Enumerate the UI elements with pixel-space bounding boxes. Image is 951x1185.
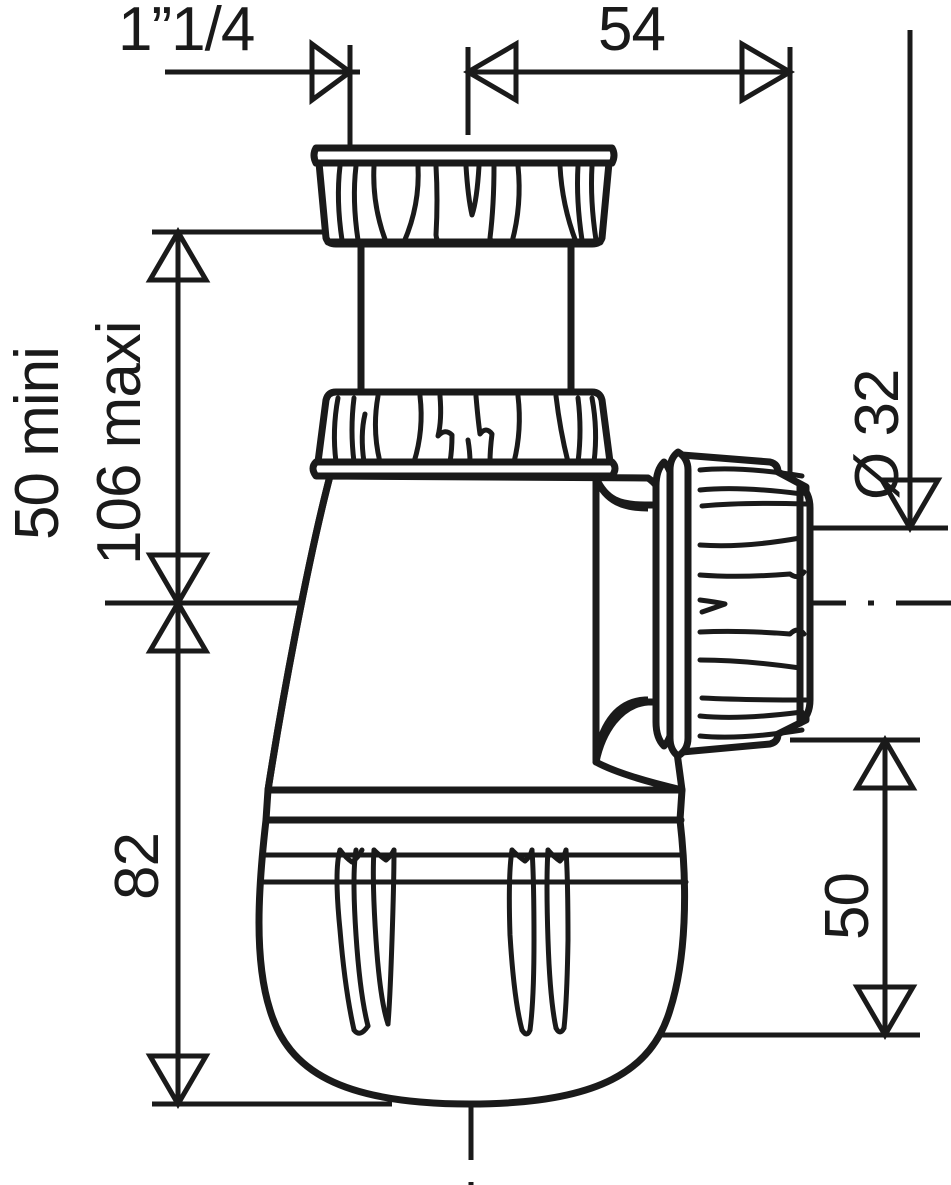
arrow-106-bottom-up — [145, 552, 211, 608]
label-106-maxi: 106 maxi — [85, 321, 154, 565]
arrow-82-top-down — [145, 598, 211, 654]
outlet-assembly — [644, 448, 814, 760]
top-nut-knurls — [335, 163, 599, 247]
arrow-thread-right — [309, 39, 355, 105]
trap-body — [264, 472, 686, 794]
arrow-82-bottom — [145, 1053, 211, 1109]
bowl-grip-ribs-left — [334, 847, 397, 1036]
middle-coupling-nut — [309, 388, 619, 480]
arrow-50-top — [852, 735, 918, 791]
top-coupling-nut — [310, 144, 618, 248]
label-82: 82 — [103, 833, 172, 900]
siphon-assembly — [255, 144, 814, 1108]
arrow-54-right — [739, 39, 795, 105]
middle-nut-knurls — [331, 393, 599, 465]
label-50-mini: 50 mini — [3, 347, 72, 540]
label-dia-32: Ø 32 — [843, 370, 912, 500]
dimension-lines-group — [105, 30, 951, 1185]
removable-bowl — [255, 786, 689, 1108]
label-54: 54 — [598, 0, 665, 64]
arrow-106-top — [145, 227, 211, 283]
dimension-labels-group: 1”1/4 54 50 mini 106 maxi 82 Ø 32 50 — [3, 0, 912, 940]
arrow-dia32-bottom — [877, 477, 943, 533]
outlet-nut-knurls — [697, 466, 809, 740]
label-50: 50 — [813, 873, 882, 940]
riser-tube — [357, 230, 575, 396]
bowl-grip-ribs-right — [506, 847, 571, 1037]
arrow-54-left — [463, 39, 519, 105]
label-thread-1-1-4: 1”1/4 — [118, 0, 254, 64]
arrow-50-bottom — [852, 984, 918, 1040]
